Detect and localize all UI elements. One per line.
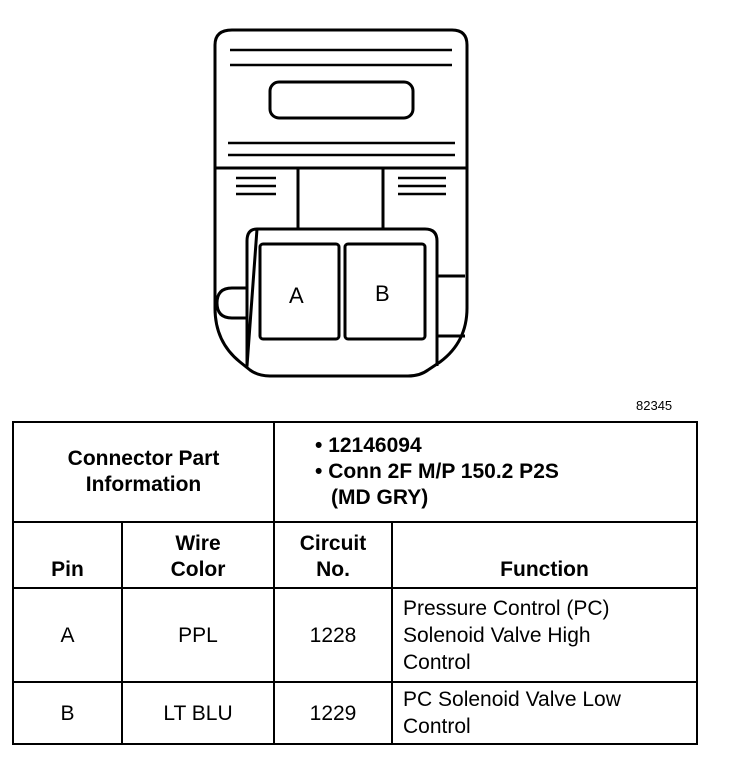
col-header-pin: Pin [12,521,123,589]
pin-label-b: B [375,281,390,306]
function-line: Control [403,650,471,674]
part-number: 12146094 [328,434,422,457]
connector-desc-item: • Conn 2F M/P 150.2 P2S [315,460,559,483]
circuit-cell: 1229 [273,681,393,745]
table-row: A PPL 1228 Pressure Control (PC) Solenoi… [12,587,699,683]
col-header-wire-line1: Wire [175,532,221,555]
side-key-right [437,274,465,338]
function-line: Control [403,715,471,738]
function-line: Solenoid Valve High [403,623,591,647]
col-header-wire-line2: Color [170,558,226,581]
part-info-values: • 12146094 • Conn 2F M/P 150.2 P2S (MD G… [272,421,699,523]
col-header-circuit: Circuit No. [273,521,393,589]
col-header-circuit-line1: Circuit [299,532,367,555]
wire-color-cell: PPL [121,587,275,683]
part-number-item: • 12146094 [315,434,422,457]
pin-cavity-b [343,242,427,341]
function-line: Pressure Control (PC) [403,596,610,620]
table-row: B LT BLU 1229 PC Solenoid Valve Low Cont… [12,681,699,745]
column-header-row: Pin Wire Color Circuit No. Function [12,521,699,589]
wire-color-cell: LT BLU [121,681,275,745]
part-info-row: Connector Part Information • 12146094 • … [12,421,699,523]
pin-label-a: A [289,283,304,308]
pin-cell: B [12,681,123,745]
col-header-function-text: Function [500,558,589,581]
connector-body-outline [213,28,469,378]
part-info-label: Connector Part Information [12,421,275,523]
pin-cell: A [12,587,123,683]
part-info-label-line1: Connector Part [67,447,220,470]
col-header-pin-text: Pin [51,558,84,581]
function-cell: Pressure Control (PC) Solenoid Valve Hig… [390,587,699,683]
part-info-label-line2: Information [85,473,202,496]
connector-color: (MD GRY) [331,486,429,509]
col-header-circuit-line2: No. [316,558,350,581]
pin-cavity-a [258,242,341,341]
connector-diagram: A B [213,28,469,378]
col-header-wire-color: Wire Color [121,521,275,589]
col-header-function: Function [390,521,699,589]
circuit-cell: 1228 [273,587,393,683]
connector-desc: Conn 2F M/P 150.2 P2S [328,460,559,483]
function-line: PC Solenoid Valve Low [403,688,621,711]
side-key-left [215,286,247,320]
function-cell: PC Solenoid Valve Low Control [390,681,699,745]
connector-table: Connector Part Information • 12146094 • … [12,421,699,745]
latch-window [268,80,415,120]
pin-housing [245,227,439,368]
figure-id: 82345 [636,398,673,413]
